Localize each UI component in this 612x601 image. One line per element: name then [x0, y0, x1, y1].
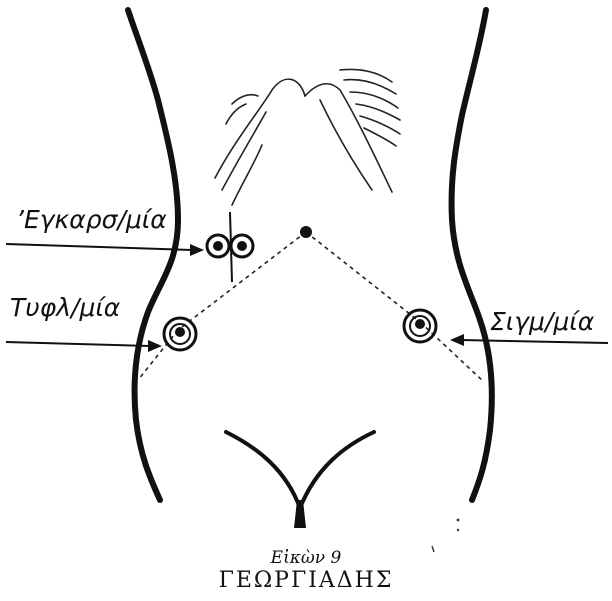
rib-cage-sketch: [215, 70, 400, 206]
transverse-stoma-icon: [207, 212, 253, 282]
epigastric-dot-marker: [300, 226, 312, 238]
speck-mark: [457, 519, 460, 522]
pubic-midline-mark: [294, 500, 306, 528]
label-transverse-colostomy: ’Εγκαρσ/μία: [16, 205, 167, 234]
author-caption: ΓΕΩΡΓΙΑΔΗΣ: [0, 568, 612, 593]
label-cecostomy: Τυφλ/μία: [10, 293, 121, 322]
pubic-v-outline: [226, 432, 374, 508]
sigmoid-stoma-icon: [404, 310, 436, 342]
speck-mark: [457, 529, 459, 531]
incision-guide-lines: [138, 232, 484, 382]
right-body-contour: [452, 10, 492, 500]
figure-number-caption: Εἰκὼν 9: [0, 548, 612, 568]
cecum-stoma-icon: [164, 318, 196, 350]
label-sigmoidostomy: Σιγμ/μία: [490, 307, 595, 336]
left-body-contour: [128, 10, 178, 500]
